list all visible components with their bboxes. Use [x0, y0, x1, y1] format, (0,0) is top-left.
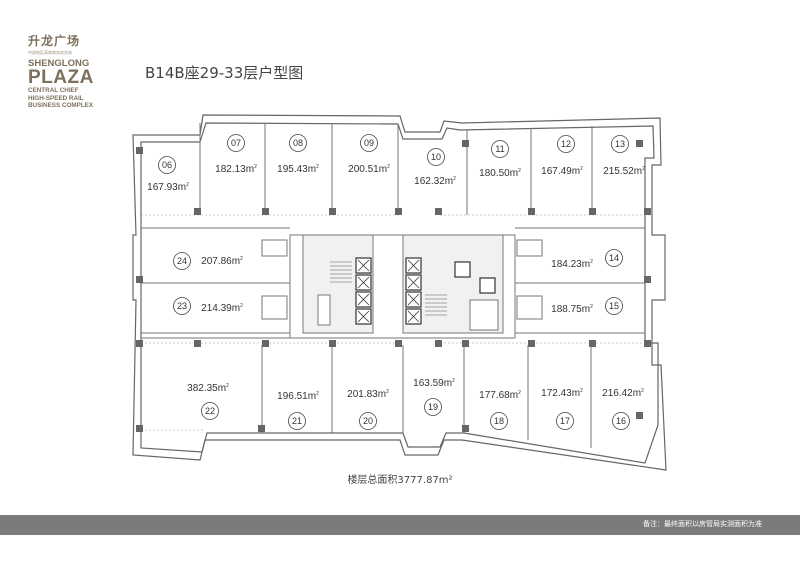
- unit-10-number: 10: [431, 152, 441, 162]
- unit-07-number: 07: [231, 138, 241, 148]
- unit-18-area: 177.68m2: [479, 390, 521, 401]
- unit-11-area: 180.50m2: [479, 168, 521, 179]
- unit-06-area: 167.93m2: [147, 182, 189, 193]
- unit-08-number: 08: [293, 138, 303, 148]
- unit-15-area: 188.75m2: [551, 304, 593, 315]
- page-title: B14B座29-33层户型图: [145, 64, 304, 82]
- unit-13-number: 13: [615, 139, 625, 149]
- unit-20-number: 20: [363, 416, 373, 426]
- logo-cn-name: 升龙广场: [28, 34, 81, 48]
- columns: [136, 140, 651, 432]
- logo-en-line1: SHENGLONG: [28, 58, 90, 69]
- unit-09-number: 09: [364, 138, 374, 148]
- unit-20-area: 201.83m2: [347, 389, 389, 400]
- grid-lines: [141, 214, 650, 431]
- unit-16-number: 16: [616, 416, 626, 426]
- unit-12-area: 167.49m2: [541, 166, 583, 177]
- unit-19-area: 163.59m2: [413, 378, 455, 389]
- total-area: 楼层总面积3777.87m²: [347, 475, 453, 486]
- unit-21-area: 196.51m2: [277, 391, 319, 402]
- unit-14-number: 14: [609, 253, 619, 263]
- unit-22-area: 382.35m2: [187, 383, 229, 394]
- unit-17-area: 172.43m2: [541, 388, 583, 399]
- unit-21-number: 21: [292, 416, 302, 426]
- unit-13-area: 215.52m2: [603, 166, 645, 177]
- unit-16-area: 216.42m2: [602, 388, 644, 399]
- unit-11-number: 11: [495, 144, 504, 154]
- unit-circles: [158, 134, 630, 430]
- unit-18-number: 18: [494, 416, 504, 426]
- unit-24-area: 207.86m2: [201, 256, 243, 267]
- logo-en-line4: HIGH-SPEED RAIL: [28, 94, 84, 102]
- logo-en-line2: PLAZA: [28, 67, 94, 88]
- footer-bar: 备注：最终面积以房管局实测面积为准: [0, 515, 800, 535]
- unit-23-number: 23: [177, 301, 187, 311]
- unit-08-area: 195.43m2: [277, 164, 319, 175]
- logo-en-line3: CENTRAL CHIEF: [28, 87, 79, 94]
- logo: 升龙广场 中部地区高铁商务综合体 SHENGLONG PLAZA CENTRAL…: [28, 32, 98, 110]
- unit-10-area: 162.32m2: [414, 176, 456, 187]
- unit-07-area: 182.13m2: [215, 164, 257, 175]
- unit-23-area: 214.39m2: [201, 303, 243, 314]
- unit-12-number: 12: [561, 139, 571, 149]
- logo-en-line5: BUSINESS COMPLEX: [28, 102, 94, 109]
- unit-19-number: 19: [428, 402, 438, 412]
- outer-wall: [132, 114, 667, 471]
- partitions: [141, 123, 645, 448]
- unit-06-number: 06: [162, 160, 172, 170]
- unit-24-number: 24: [177, 256, 187, 266]
- unit-14-area: 184.23m2: [551, 259, 593, 270]
- core: [261, 234, 543, 339]
- unit-09-area: 200.51m2: [348, 164, 390, 175]
- unit-17-number: 17: [560, 416, 570, 426]
- unit-22-number: 22: [205, 406, 215, 416]
- logo-cn-sub: 中部地区高铁商务综合体: [28, 50, 72, 55]
- footer-note: 备注：最终面积以房管局实测面积为准: [643, 520, 762, 528]
- unit-15-number: 15: [609, 301, 619, 311]
